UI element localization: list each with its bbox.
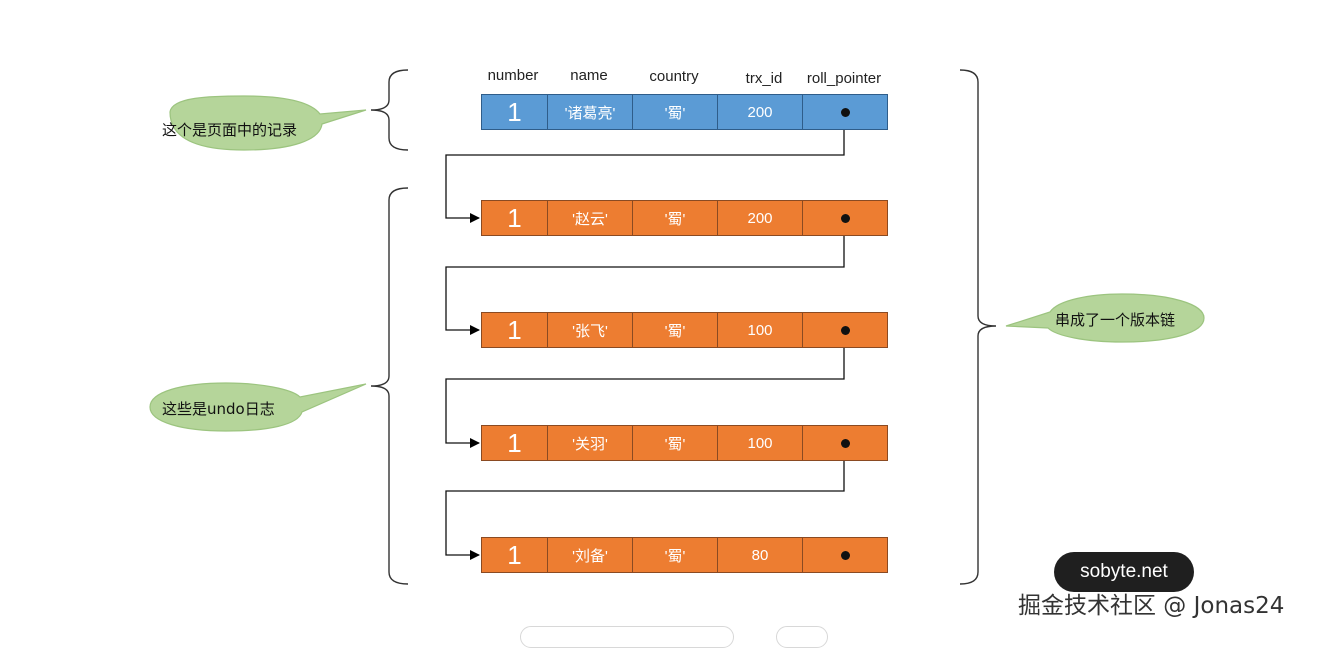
callout-bubble-page-record — [169, 95, 367, 151]
pointer-arrow-3 — [445, 330, 845, 448]
bottom-control-pill-small[interactable] — [776, 626, 828, 648]
pointer-arrow-2 — [445, 218, 845, 335]
version-chain-diagram: number name country trx_id roll_pointer … — [149, 67, 1285, 648]
cell-name: '张飞' — [547, 312, 633, 348]
cell-trx-id: 200 — [717, 200, 803, 236]
diagram-lines — [149, 69, 1205, 585]
cell-number: 1 — [481, 312, 548, 348]
brace-version-chain — [959, 69, 997, 585]
cell-country: '蜀' — [632, 425, 718, 461]
cell-name: '诸葛亮' — [547, 94, 633, 130]
cell-number: 1 — [481, 537, 548, 573]
pointer-dot — [840, 550, 850, 560]
cell-trx-id: 100 — [717, 312, 803, 348]
pointer-dot — [840, 325, 850, 335]
cell-country: '蜀' — [632, 200, 718, 236]
callout-page-record-text: 这个是页面中的记录 — [162, 121, 298, 139]
header-name: name — [570, 67, 608, 84]
pointer-arrow-1 — [445, 112, 845, 223]
cell-name: '刘备' — [547, 537, 633, 573]
source-badge: sobyte.net — [1054, 552, 1194, 592]
cell-roll-pointer — [802, 94, 888, 130]
cell-trx-id: 80 — [717, 537, 803, 573]
cell-roll-pointer — [802, 425, 888, 461]
bottom-control-pill[interactable] — [520, 626, 734, 648]
callout-bubble-version-chain — [1005, 293, 1205, 343]
cell-country: '蜀' — [632, 312, 718, 348]
cell-roll-pointer — [802, 312, 888, 348]
cell-number: 1 — [481, 425, 548, 461]
callout-undo-logs-text: 这些是undo日志 — [162, 400, 275, 418]
header-number: number — [487, 67, 539, 84]
pointer-dot — [840, 107, 850, 117]
brace-undo-logs — [370, 187, 409, 585]
cell-country: '蜀' — [632, 537, 718, 573]
undo-log-row: 1 '张飞' '蜀' 100 — [481, 312, 888, 348]
cell-number: 1 — [481, 94, 548, 130]
undo-log-row: 1 '关羽' '蜀' 100 — [481, 425, 888, 461]
pointer-dot — [840, 213, 850, 223]
callout-version-chain-text: 串成了一个版本链 — [1055, 311, 1176, 329]
pointer-dot — [840, 438, 850, 448]
cell-trx-id: 100 — [717, 425, 803, 461]
cell-name: '关羽' — [547, 425, 633, 461]
cell-roll-pointer — [802, 200, 888, 236]
undo-log-row: 1 '赵云' '蜀' 200 — [481, 200, 888, 236]
cell-country: '蜀' — [632, 94, 718, 130]
record-row-current: 1 '诸葛亮' '蜀' 200 — [481, 94, 888, 130]
cell-trx-id: 200 — [717, 94, 803, 130]
cell-number: 1 — [481, 200, 548, 236]
footer-credit: 掘金技术社区 @ Jonas24 — [1018, 593, 1285, 619]
callout-bubble-undo-logs — [149, 382, 367, 432]
cell-roll-pointer — [802, 537, 888, 573]
pointer-arrow-4 — [445, 443, 845, 560]
header-country: country — [649, 68, 699, 85]
header-roll-pointer: roll_pointer — [806, 70, 882, 87]
cell-name: '赵云' — [547, 200, 633, 236]
undo-log-row: 1 '刘备' '蜀' 80 — [481, 537, 888, 573]
header-trx-id: trx_id — [745, 70, 783, 87]
brace-page-record — [370, 69, 409, 151]
